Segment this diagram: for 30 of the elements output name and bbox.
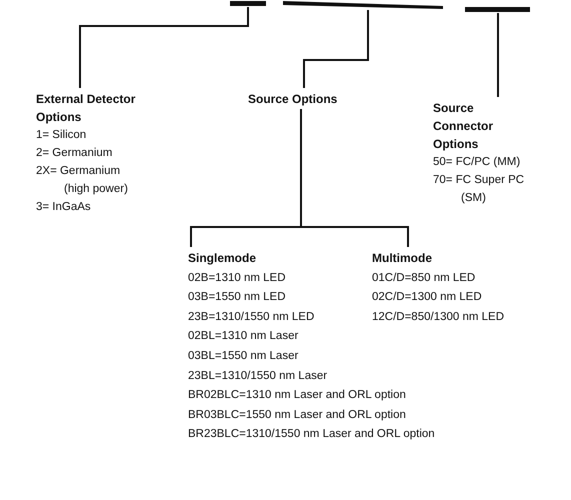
option-text: 02C/D=1300 nm LED xyxy=(372,290,482,306)
group-heading: Multimode xyxy=(372,250,432,267)
option-text: 23BL=1310/1550 nm Laser xyxy=(188,368,328,384)
option-text: 03B=1550 nm LED xyxy=(188,290,286,306)
group-heading: Source Options xyxy=(248,91,338,108)
option-text: BR02BLC=1310 nm Laser and ORL option xyxy=(188,388,406,404)
option-text: BR23BLC=1310/1550 nm Laser and ORL option xyxy=(188,427,435,442)
option-text: 01C/D=850 nm LED xyxy=(372,270,476,286)
option-text: 70= FC Super PC (SM) xyxy=(433,173,526,206)
option-text: 12C/D=850/1300 nm LED xyxy=(372,310,504,325)
connector-line xyxy=(300,109,409,247)
option-text: 1= Silicon xyxy=(36,128,88,143)
option-text: BR03BLC=1550 nm Laser and ORL option xyxy=(188,408,406,423)
option-text: 02B=1310 nm LED xyxy=(188,270,286,286)
group-heading: Source Connector Options xyxy=(433,100,494,153)
connector-line xyxy=(303,10,369,88)
option-text: 2X= Germanium (high power) xyxy=(36,164,129,197)
model-number-segment-bar xyxy=(283,1,443,9)
option-text: 23B=1310/1550 nm LED xyxy=(188,310,314,325)
option-text: 2= Germanium xyxy=(36,146,114,161)
option-text: 3= InGaAs xyxy=(36,200,92,215)
option-text: 03BL=1550 nm Laser xyxy=(188,348,298,364)
connector-line xyxy=(497,13,499,97)
connector-line xyxy=(79,7,249,88)
group-heading: Singlemode xyxy=(188,250,256,267)
option-text: 50= FC/PC (MM) xyxy=(433,155,520,170)
model-number-segment-bar xyxy=(465,7,530,12)
model-number-segment-bar xyxy=(230,1,266,6)
group-heading: External Detector Options xyxy=(36,91,136,126)
option-text: 02BL=1310 nm Laser xyxy=(188,329,298,344)
